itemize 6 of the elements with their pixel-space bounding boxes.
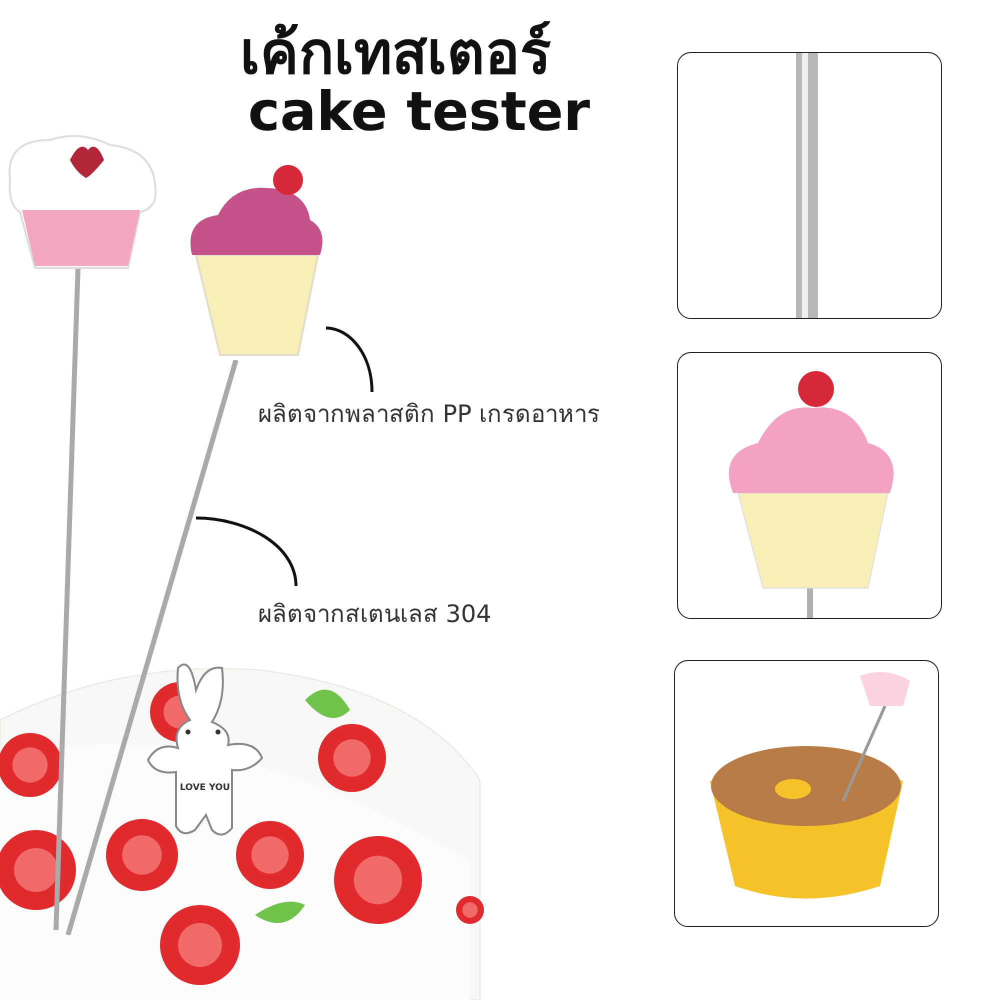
- leader-line: [326, 326, 374, 392]
- topper-text: LOVE YOU: [180, 783, 230, 793]
- leader-line: [196, 516, 298, 586]
- callout-text: ผลิตจากพลาสติก PP เกรดอาหาร: [258, 394, 600, 433]
- callout-text: ผลิตจากสเตนเลส 304: [258, 594, 492, 633]
- steel-rod-drawing: [66, 360, 238, 935]
